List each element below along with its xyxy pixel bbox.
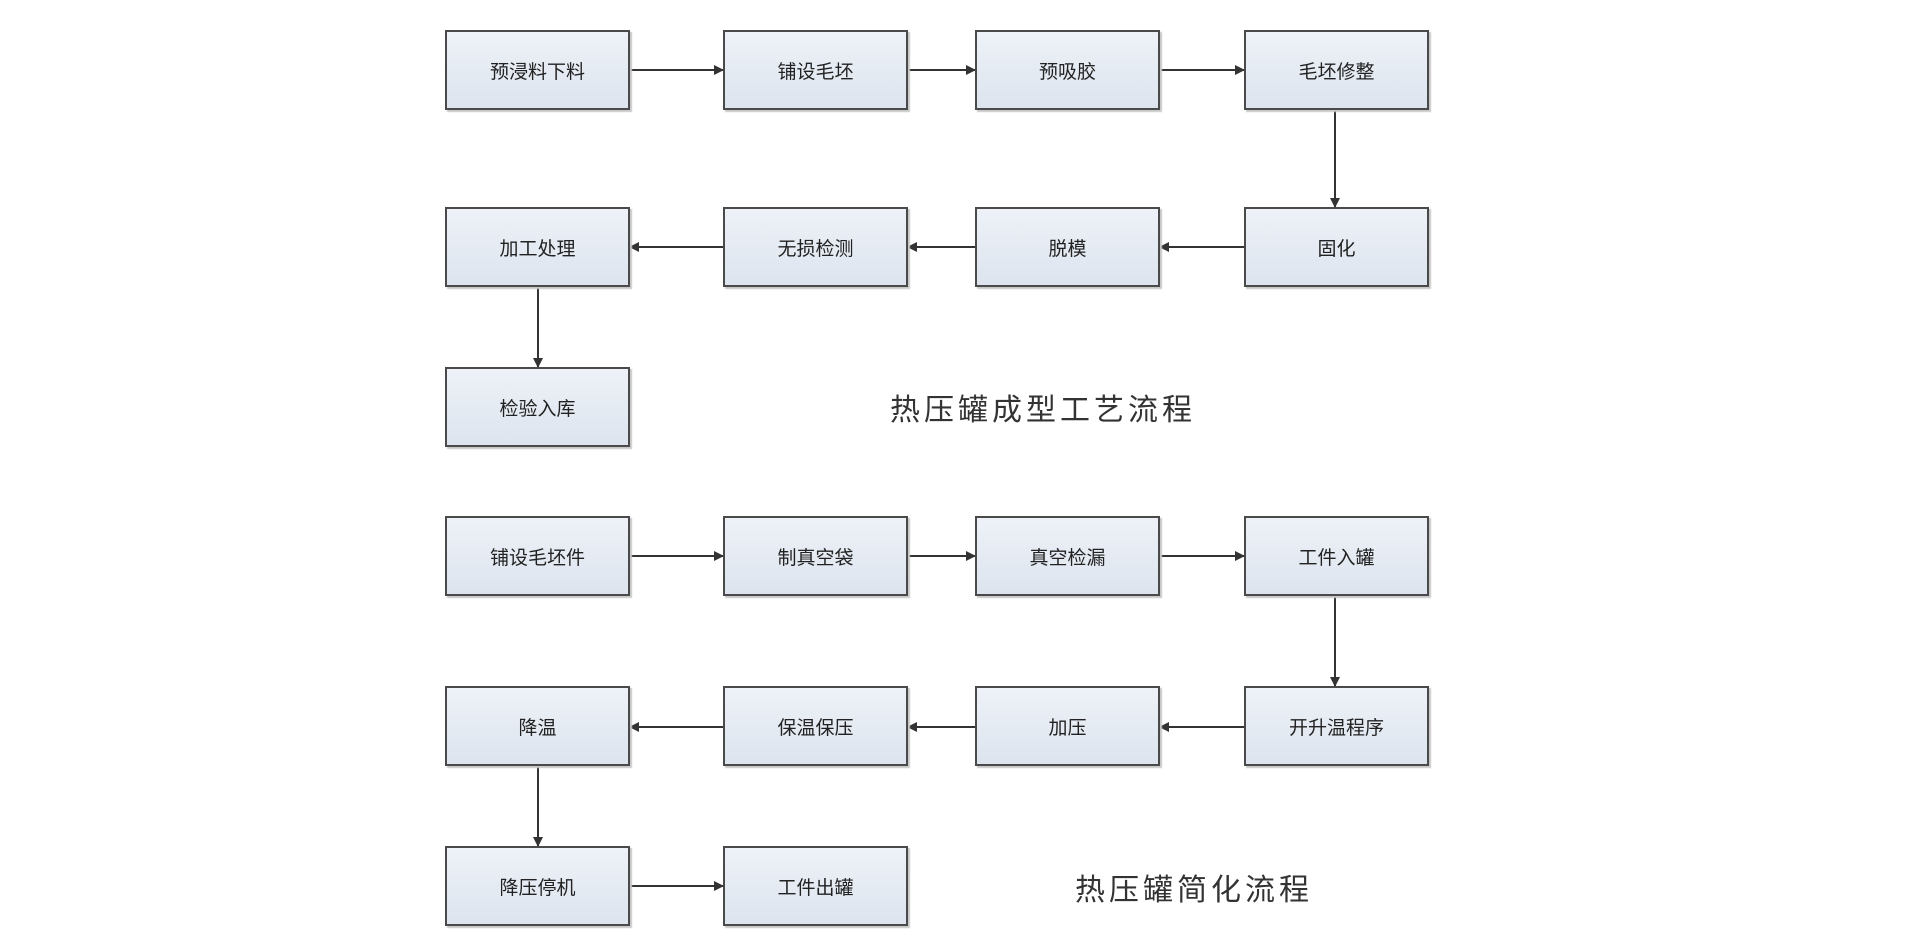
- node-d2-4: 工件入罐: [1244, 516, 1429, 596]
- diagram1-title: 热压罐成型工艺流程: [890, 393, 1196, 428]
- node-d2-6: 加压: [975, 686, 1160, 766]
- node-d1-8: 加工处理: [445, 207, 630, 287]
- node-d1-3: 预吸胶: [975, 30, 1160, 110]
- node-d2-5: 开升温程序: [1244, 686, 1429, 766]
- node-d2-7: 保温保压: [723, 686, 908, 766]
- node-d1-6: 脱模: [975, 207, 1160, 287]
- node-d2-1: 铺设毛坯件: [445, 516, 630, 596]
- node-d1-4: 毛坯修整: [1244, 30, 1429, 110]
- diagram2-title: 热压罐简化流程: [1075, 873, 1313, 908]
- node-d2-9: 降压停机: [445, 846, 630, 926]
- node-d1-9: 检验入库: [445, 367, 630, 447]
- node-d1-1: 预浸料下料: [445, 30, 630, 110]
- node-d2-8: 降温: [445, 686, 630, 766]
- node-d2-3: 真空检漏: [975, 516, 1160, 596]
- node-d1-5: 固化: [1244, 207, 1429, 287]
- node-d1-2: 铺设毛坯: [723, 30, 908, 110]
- node-d1-7: 无损检测: [723, 207, 908, 287]
- node-d2-10: 工件出罐: [723, 846, 908, 926]
- node-d2-2: 制真空袋: [723, 516, 908, 596]
